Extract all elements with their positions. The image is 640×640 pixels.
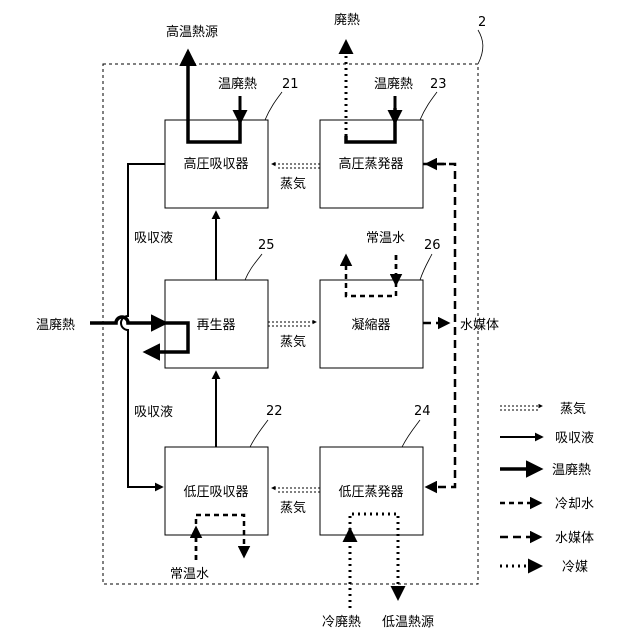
unit-low-evaporator: 低圧蒸発器 [320, 447, 423, 535]
ref-leader-24 [402, 420, 420, 447]
legend-item-warm-waste-heat: 温廃熱 [500, 462, 591, 478]
label-steam-b: 蒸気 [280, 334, 306, 350]
legend-label-steam: 蒸気 [560, 401, 586, 417]
system-ref-leader [478, 30, 483, 64]
ref-25: 25 [258, 238, 275, 253]
unit-low-evaporator-label: 低圧蒸発器 [338, 485, 403, 500]
label-steam-a: 蒸気 [280, 176, 306, 192]
system-ref: 2 [478, 15, 486, 30]
unit-low-absorber-label: 低圧吸収器 [183, 485, 248, 500]
label-high-temp-heat-source: 高温熱源 [166, 24, 218, 40]
warm-waste-heat-regen-in [90, 317, 165, 323]
legend-item-steam: 蒸気 [500, 401, 586, 417]
ref-23: 23 [430, 77, 447, 92]
unit-high-absorber-label: 高圧吸収器 [183, 156, 248, 172]
legend: 蒸気 吸収液 温廃熱 冷却水 水媒体 冷媒 [500, 401, 594, 575]
ref-leader-22 [250, 420, 268, 447]
legend-item-refrigerant: 冷媒 [500, 560, 588, 575]
label-warm-waste-heat-a: 温廃熱 [218, 76, 257, 92]
label-waste-heat-out: 廃熱 [334, 12, 360, 28]
label-absorbent-b: 吸収液 [134, 405, 173, 420]
unit-condenser-label: 凝縮器 [351, 317, 390, 333]
ref-leader-23 [420, 92, 437, 120]
water-medium-loop [423, 164, 455, 487]
ref-22: 22 [266, 404, 283, 419]
unit-high-evaporator: 高圧蒸発器 [320, 120, 423, 208]
ref-leader-26 [420, 254, 432, 280]
legend-item-absorbent: 吸収液 [500, 431, 594, 446]
label-absorbent-a: 吸収液 [134, 231, 173, 246]
unit-high-absorber: 高圧吸収器 [165, 120, 268, 208]
ref-leader-21 [265, 92, 282, 120]
label-cold-waste-heat: 冷廃熱 [322, 614, 361, 630]
label-warm-waste-heat-b: 温廃熱 [374, 76, 413, 92]
label-normal-temp-water-b: 常温水 [170, 567, 209, 582]
ref-24: 24 [414, 404, 431, 419]
label-steam-c: 蒸気 [280, 500, 306, 516]
label-low-temp-heat-source: 低温熱源 [382, 615, 434, 630]
ref-21: 21 [282, 77, 299, 92]
label-water-medium: 水媒体 [460, 318, 499, 333]
legend-item-water-medium: 水媒体 [500, 531, 594, 546]
absorbent-high-absorber-to-low-absorber [121, 164, 165, 487]
legend-label-refrigerant: 冷媒 [562, 560, 588, 575]
unit-low-absorber: 低圧吸収器 [165, 447, 268, 535]
unit-condenser: 凝縮器 [320, 280, 423, 368]
label-normal-temp-water-a: 常温水 [366, 231, 405, 246]
label-warm-waste-heat-left: 温廃熱 [36, 317, 75, 333]
legend-item-cooling-water: 冷却水 [500, 497, 594, 512]
unit-regenerator-label: 再生器 [196, 318, 235, 333]
legend-label-cooling-water: 冷却水 [555, 497, 594, 512]
ref-leader-25 [245, 254, 262, 280]
legend-label-warm-waste-heat: 温廃熱 [552, 462, 591, 478]
legend-label-absorbent: 吸収液 [555, 431, 594, 446]
unit-high-evaporator-label: 高圧蒸発器 [338, 156, 403, 172]
ref-26: 26 [424, 238, 441, 253]
legend-label-water-medium: 水媒体 [555, 531, 594, 546]
